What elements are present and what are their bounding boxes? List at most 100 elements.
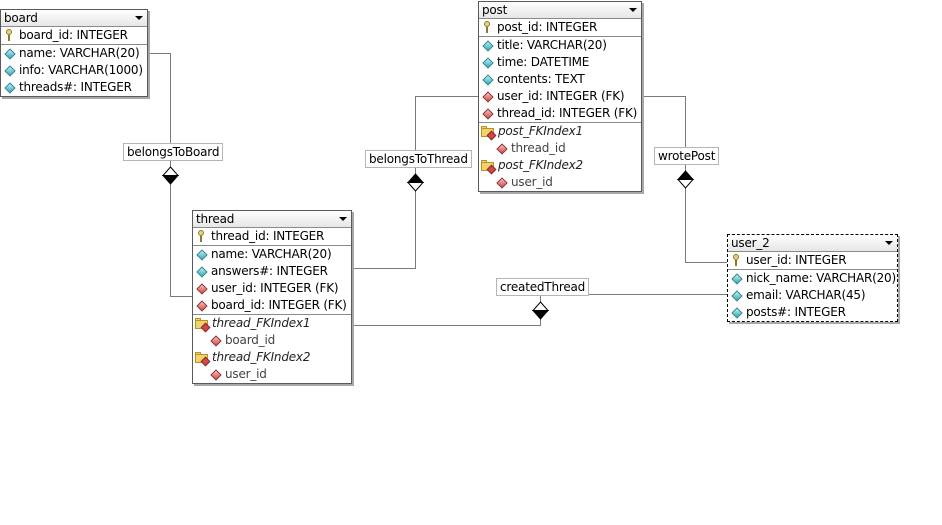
diamond-wrotePost — [676, 170, 695, 189]
table-header[interactable]: board — [1, 10, 147, 27]
pk-row[interactable]: post_id: INTEGER — [479, 19, 641, 36]
relation-label-belongsToThread[interactable]: belongsToThread — [365, 150, 472, 168]
attr-row[interactable]: posts#: INTEGER — [728, 304, 897, 321]
key-icon — [483, 21, 491, 34]
index-row[interactable]: post_FKIndex2 — [479, 157, 641, 175]
attr-section: name: VARCHAR(20) answers#: INTEGER user… — [193, 246, 351, 315]
attr-row[interactable]: title: VARCHAR(20) — [479, 37, 641, 54]
attribute-icon — [731, 290, 743, 302]
index-folder-icon — [481, 126, 497, 141]
dropdown-arrow-icon[interactable] — [629, 8, 637, 12]
attr-row[interactable]: email: VARCHAR(45) — [728, 287, 897, 304]
attribute-icon — [4, 65, 16, 77]
relation-label-belongsToBoard[interactable]: belongsToBoard — [123, 143, 224, 161]
fk-row[interactable]: user_id: INTEGER (FK) — [479, 88, 641, 105]
attr-row[interactable]: contents: TEXT — [479, 71, 641, 88]
index-row[interactable]: thread_FKIndex1 — [193, 315, 351, 333]
column-label: user_id: INTEGER (FK) — [497, 89, 625, 103]
attr-row[interactable]: threads#: INTEGER — [1, 79, 147, 96]
table-header[interactable]: thread — [193, 211, 351, 228]
pk-section: post_id: INTEGER — [479, 19, 641, 37]
pk-row[interactable]: thread_id: INTEGER — [193, 228, 351, 245]
index-column-row[interactable]: user_id — [479, 174, 641, 191]
attribute-icon — [482, 74, 494, 86]
relation-label-createdThread[interactable]: createdThread — [496, 278, 590, 296]
index-folder-icon — [195, 352, 211, 367]
fk-row[interactable]: board_id: INTEGER (FK) — [193, 297, 351, 314]
dropdown-arrow-icon[interactable] — [885, 241, 893, 245]
diamond-createdThread-bottom — [531, 310, 550, 320]
attr-section: name: VARCHAR(20) info: VARCHAR(1000) th… — [1, 45, 147, 96]
diamond-belongsToThread-bottom — [406, 182, 425, 192]
foreign-key-icon — [496, 143, 508, 155]
column-label: name: VARCHAR(20) — [19, 46, 140, 60]
attr-row[interactable]: info: VARCHAR(1000) — [1, 62, 147, 79]
fk-row[interactable]: thread_id: INTEGER (FK) — [479, 105, 641, 122]
column-label: answers#: INTEGER — [211, 264, 328, 278]
foreign-key-icon — [496, 177, 508, 189]
column-label: user_id: INTEGER — [746, 253, 847, 267]
foreign-key-icon — [482, 108, 494, 120]
pk-row[interactable]: board_id: INTEGER — [1, 27, 147, 44]
column-label: board_id: INTEGER — [19, 28, 128, 42]
attr-row[interactable]: nick_name: VARCHAR(20) — [728, 270, 897, 287]
index-column-row[interactable]: user_id — [193, 366, 351, 383]
foreign-key-icon — [196, 283, 208, 295]
attribute-icon — [196, 249, 208, 261]
key-icon — [197, 230, 205, 243]
column-label: info: VARCHAR(1000) — [19, 63, 143, 77]
column-label: thread_id — [511, 141, 566, 155]
attribute-icon — [482, 40, 494, 52]
attribute-icon — [731, 273, 743, 285]
attribute-icon — [196, 266, 208, 278]
column-label: posts#: INTEGER — [746, 305, 846, 319]
attribute-icon — [731, 307, 743, 319]
attr-row[interactable]: answers#: INTEGER — [193, 263, 351, 280]
attr-row[interactable]: name: VARCHAR(20) — [1, 45, 147, 62]
diamond-belongsToThread-top — [406, 173, 425, 183]
column-label: email: VARCHAR(45) — [746, 288, 866, 302]
index-folder-icon — [481, 160, 497, 175]
table-user_2[interactable]: user_2 user_id: INTEGER nick_name: VARCH… — [727, 234, 898, 322]
column-label: board_id: INTEGER (FK) — [211, 298, 347, 312]
table-thread[interactable]: thread thread_id: INTEGER name: VARCHAR(… — [192, 210, 352, 384]
column-label: board_id — [225, 333, 276, 347]
table-name: board — [4, 11, 38, 25]
relation-label-wrotePost[interactable]: wrotePost — [654, 147, 720, 165]
diamond-belongsToBoard-top — [161, 166, 180, 176]
diamond-wrotePost-top — [676, 170, 695, 180]
table-header[interactable]: post — [479, 2, 641, 19]
diamond-createdThread — [531, 301, 550, 320]
table-board[interactable]: board board_id: INTEGER name: VARCHAR(20… — [0, 9, 148, 97]
column-label: user_id — [511, 175, 553, 189]
dropdown-arrow-icon[interactable] — [135, 16, 143, 20]
attr-section: nick_name: VARCHAR(20) email: VARCHAR(45… — [728, 270, 897, 321]
attr-row[interactable]: name: VARCHAR(20) — [193, 246, 351, 263]
index-section: thread_FKIndex1 board_id thread_FKIndex2… — [193, 315, 351, 383]
index-column-row[interactable]: board_id — [193, 332, 351, 349]
table-header[interactable]: user_2 — [728, 235, 897, 252]
table-post[interactable]: post post_id: INTEGER title: VARCHAR(20)… — [478, 1, 642, 192]
pk-row[interactable]: user_id: INTEGER — [728, 252, 897, 269]
attribute-icon — [4, 82, 16, 94]
table-name: user_2 — [731, 236, 770, 250]
table-name: thread — [196, 212, 235, 226]
pk-section: board_id: INTEGER — [1, 27, 147, 45]
index-row[interactable]: thread_FKIndex2 — [193, 349, 351, 367]
fk-row[interactable]: user_id: INTEGER (FK) — [193, 280, 351, 297]
index-name: thread_FKIndex1 — [212, 316, 311, 330]
diamond-belongsToBoard — [161, 166, 180, 185]
attr-row[interactable]: time: DATETIME — [479, 54, 641, 71]
diamond-belongsToThread — [406, 173, 425, 192]
column-label: nick_name: VARCHAR(20) — [746, 271, 896, 285]
dropdown-arrow-icon[interactable] — [339, 217, 347, 221]
column-label: user_id: INTEGER (FK) — [211, 281, 339, 295]
attribute-icon — [4, 48, 16, 60]
column-label: post_id: INTEGER — [497, 20, 598, 34]
index-folder-icon — [195, 318, 211, 333]
index-row[interactable]: post_FKIndex1 — [479, 123, 641, 141]
index-name: thread_FKIndex2 — [212, 350, 311, 364]
index-column-row[interactable]: thread_id — [479, 140, 641, 157]
column-label: time: DATETIME — [497, 55, 590, 69]
